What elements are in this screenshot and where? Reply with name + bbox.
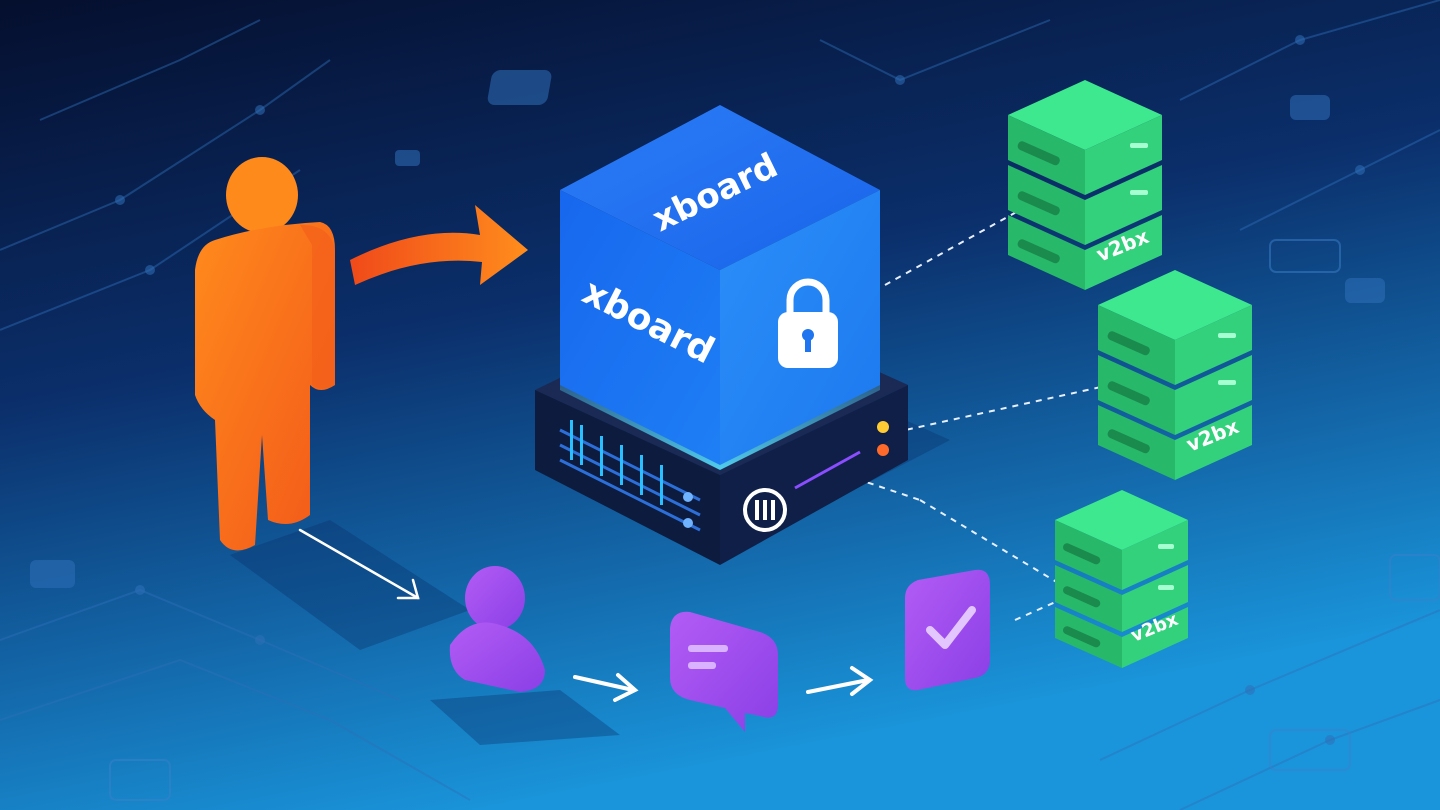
arrow-to-hub <box>350 205 528 285</box>
user-icon <box>449 566 545 692</box>
chassis-logo-icon <box>743 488 787 532</box>
user-figure <box>195 157 335 551</box>
circuit-nodes <box>30 35 1385 745</box>
arrow-to-registration <box>298 528 420 600</box>
chip-outlines <box>109 239 1440 801</box>
status-led-orange <box>877 444 889 456</box>
checkbox-icon <box>905 569 990 691</box>
flow-arrow-1 <box>573 673 639 702</box>
flow-arrow-2 <box>806 666 874 696</box>
lock-icon <box>778 278 838 368</box>
server-node-1: v2bx <box>1008 80 1162 290</box>
chat-icon <box>670 611 778 732</box>
server-node-3: v2bx <box>1055 490 1188 668</box>
server-node-2: v2bx <box>1098 270 1252 480</box>
xboard-cube: xboard xboard <box>560 105 880 465</box>
status-led-yellow <box>877 421 889 433</box>
